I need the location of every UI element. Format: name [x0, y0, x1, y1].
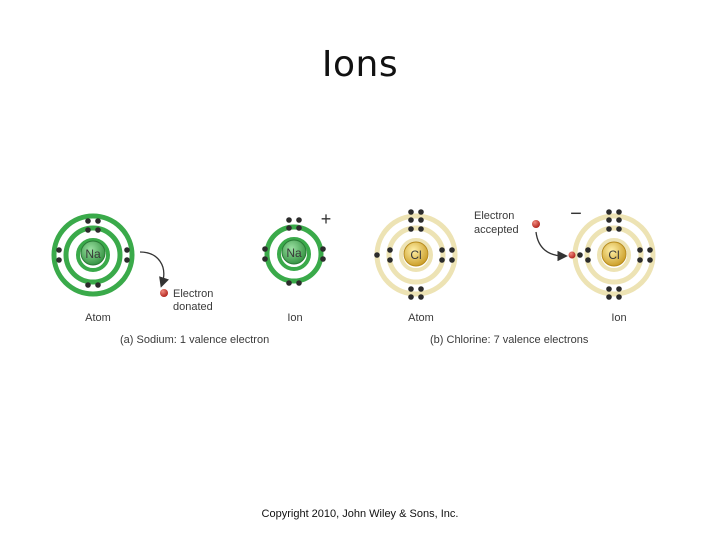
sodium-ion-nucleus — [281, 239, 307, 265]
chlorine-ion-caption: Ion — [611, 312, 626, 324]
chlorine-atom-electrons — [374, 209, 455, 300]
sodium-atom-nucleus — [80, 240, 106, 266]
sodium-ion-electrons — [262, 217, 326, 286]
accepted-label-line2: accepted — [474, 224, 519, 236]
copyright-notice: Copyright 2010, John Wiley & Sons, Inc. — [261, 508, 459, 520]
donated-arrow — [139, 251, 169, 288]
chlorine-ion-gained-electron — [568, 251, 576, 259]
accepted-label-line1: Electron — [474, 210, 514, 222]
chlorine-ion: Cl — [568, 209, 656, 300]
sodium-atom-shells — [51, 213, 135, 297]
panel-b-caption: (b) Chlorine: 7 valence electrons — [430, 334, 589, 346]
accepted-electron — [532, 220, 540, 228]
chlorine-atom-nucleus — [403, 241, 429, 267]
sodium-atom: Na — [51, 213, 135, 297]
sodium-ion-charge: + — [321, 209, 332, 229]
chlorine-ion-charge: − — [570, 203, 582, 225]
sodium-atom-symbol: Na — [85, 247, 101, 261]
sodium-ion-symbol: Na — [286, 246, 302, 260]
sodium-ion: Na — [262, 217, 326, 286]
donated-label-line1: Electron — [173, 288, 213, 300]
sodium-atom-caption: Atom — [85, 312, 111, 324]
chlorine-atom-caption: Atom — [408, 312, 434, 324]
panel-a-caption: (a) Sodium: 1 valence electron — [120, 334, 269, 346]
slide-title: Ions — [321, 44, 399, 85]
chlorine-ion-electrons — [577, 209, 653, 300]
chlorine-ion-symbol: Cl — [608, 248, 619, 262]
donated-label-line2: donated — [173, 301, 213, 313]
sodium-atom-electrons — [56, 218, 130, 288]
sodium-ion-shells — [264, 224, 324, 284]
accepted-arrow — [535, 231, 568, 262]
sodium-ion-caption: Ion — [287, 312, 302, 324]
chlorine-atom-symbol: Cl — [410, 248, 421, 262]
chlorine-atom: Cl — [374, 209, 458, 300]
donated-electron — [160, 289, 168, 297]
chlorine-ion-nucleus — [601, 241, 627, 267]
